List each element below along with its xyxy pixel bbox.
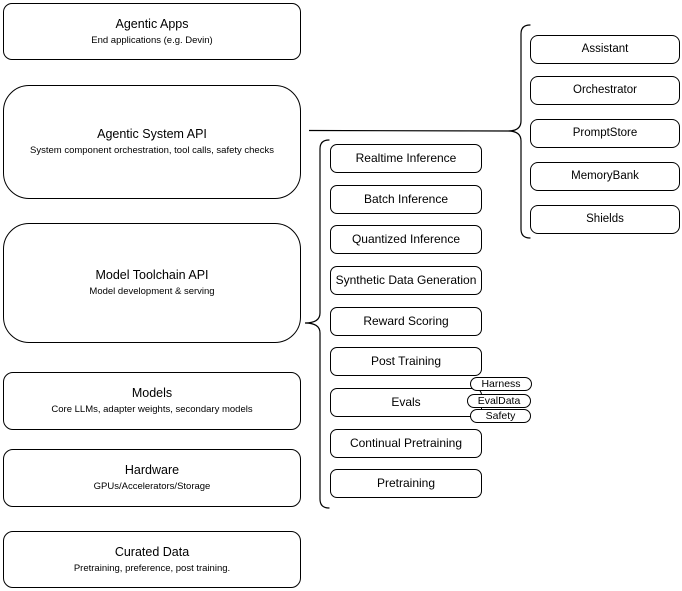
node-title: Model Toolchain API bbox=[95, 268, 209, 283]
eval-tag-safety: Safety bbox=[470, 409, 531, 423]
components-curly-brace bbox=[507, 24, 531, 239]
toolchain-item-synthetic-data-generation: Synthetic Data Generation bbox=[330, 266, 482, 295]
component-shields: Shields bbox=[530, 205, 680, 234]
toolchain-item-realtime-inference: Realtime Inference bbox=[330, 144, 482, 173]
api-to-components-connector-line bbox=[308, 129, 509, 132]
component-memorybank: MemoryBank bbox=[530, 162, 680, 191]
component-assistant: Assistant bbox=[530, 35, 680, 64]
node-label: Orchestrator bbox=[573, 84, 637, 97]
component-promptstore: PromptStore bbox=[530, 119, 680, 148]
node-label: Reward Scoring bbox=[363, 313, 449, 328]
model-toolchain-api-node: Model Toolchain API Model development & … bbox=[3, 223, 301, 343]
toolchain-item-evals: Evals bbox=[330, 388, 482, 417]
node-title: Models bbox=[131, 386, 173, 401]
agentic-system-api-node: Agentic System API System component orch… bbox=[3, 85, 301, 199]
toolchain-item-reward-scoring: Reward Scoring bbox=[330, 307, 482, 336]
node-label: Evals bbox=[391, 394, 421, 409]
node-subtitle: GPUs/Accelerators/Storage bbox=[93, 481, 211, 493]
toolchain-item-post-training: Post Training bbox=[330, 347, 482, 376]
node-subtitle: Model development & serving bbox=[89, 286, 215, 298]
node-title: Hardware bbox=[124, 463, 180, 478]
node-label: Shields bbox=[586, 213, 624, 226]
node-title: Agentic Apps bbox=[115, 16, 189, 31]
node-title: Curated Data bbox=[114, 544, 190, 559]
curated-data-node: Curated Data Pretraining, preference, po… bbox=[3, 531, 301, 588]
toolchain-item-quantized-inference: Quantized Inference bbox=[330, 225, 482, 254]
node-label: MemoryBank bbox=[571, 170, 639, 183]
node-label: Synthetic Data Generation bbox=[335, 272, 477, 287]
node-label: PromptStore bbox=[572, 127, 638, 140]
node-subtitle: System component orchestration, tool cal… bbox=[30, 145, 274, 157]
node-label: Pretraining bbox=[376, 475, 436, 490]
toolchain-item-batch-inference: Batch Inference bbox=[330, 185, 482, 214]
toolchain-item-pretraining: Pretraining bbox=[330, 469, 482, 498]
eval-tag-evaldata: EvalData bbox=[467, 394, 531, 408]
node-subtitle: Pretraining, preference, post training. bbox=[73, 562, 231, 574]
node-label: Batch Inference bbox=[363, 191, 449, 206]
agentic-apps-node: Agentic Apps End applications (e.g. Devi… bbox=[3, 3, 301, 60]
node-label: Post Training bbox=[370, 353, 442, 368]
models-node: Models Core LLMs, adapter weights, secon… bbox=[3, 372, 301, 430]
node-label: Assistant bbox=[581, 43, 629, 56]
node-label: Continual Pretraining bbox=[349, 435, 463, 450]
node-title: Agentic System API bbox=[97, 127, 207, 142]
eval-tag-harness: Harness bbox=[470, 377, 532, 391]
toolchain-item-continual-pretraining: Continual Pretraining bbox=[330, 429, 482, 458]
node-label: Quantized Inference bbox=[351, 231, 461, 246]
hardware-node: Hardware GPUs/Accelerators/Storage bbox=[3, 449, 301, 507]
node-subtitle: End applications (e.g. Devin) bbox=[91, 34, 213, 46]
node-label: Realtime Inference bbox=[355, 150, 457, 165]
component-orchestrator: Orchestrator bbox=[530, 76, 680, 105]
node-subtitle: Core LLMs, adapter weights, secondary mo… bbox=[51, 404, 253, 416]
toolchain-curly-brace bbox=[304, 139, 330, 509]
